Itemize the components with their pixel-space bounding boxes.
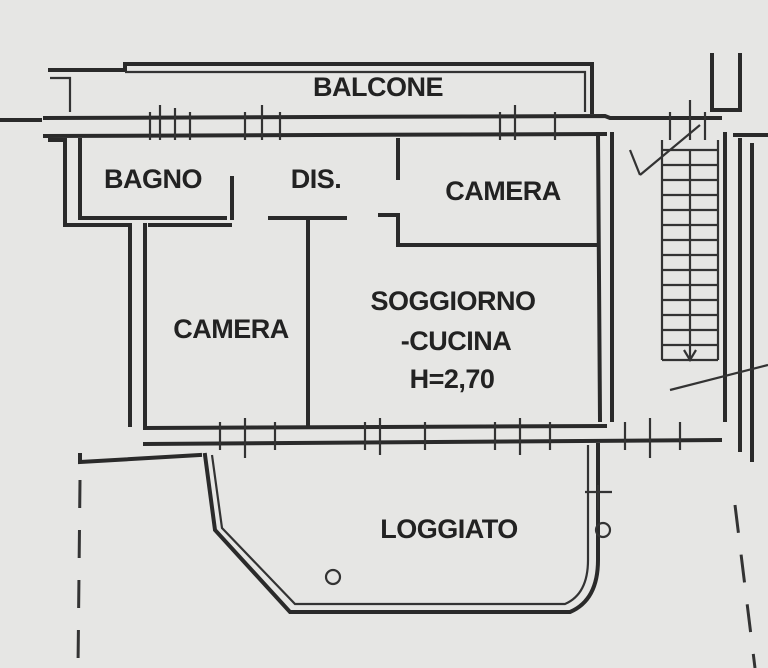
room-label-bathroom: BAGNO [104,164,202,194]
room-label-bedroom-right: CAMERA [445,176,561,206]
room-label-living: SOGGIORNO [370,286,535,316]
room-label-balcony: BALCONE [313,72,443,102]
windows [148,100,707,458]
room-label-kitchen: -CUCINA [401,326,512,356]
interior-walls [148,138,599,427]
room-label-hallway: DIS. [291,164,342,194]
room-label-bedroom-left: CAMERA [173,314,289,344]
drain-icon [594,521,612,539]
room-label-loggia: LOGGIATO [380,514,518,544]
balcony-outline [48,62,594,114]
staircase [628,124,768,392]
ceiling-height-label: H=2,70 [410,364,495,394]
drain-icon [324,568,342,586]
loggia-outline [76,443,757,668]
